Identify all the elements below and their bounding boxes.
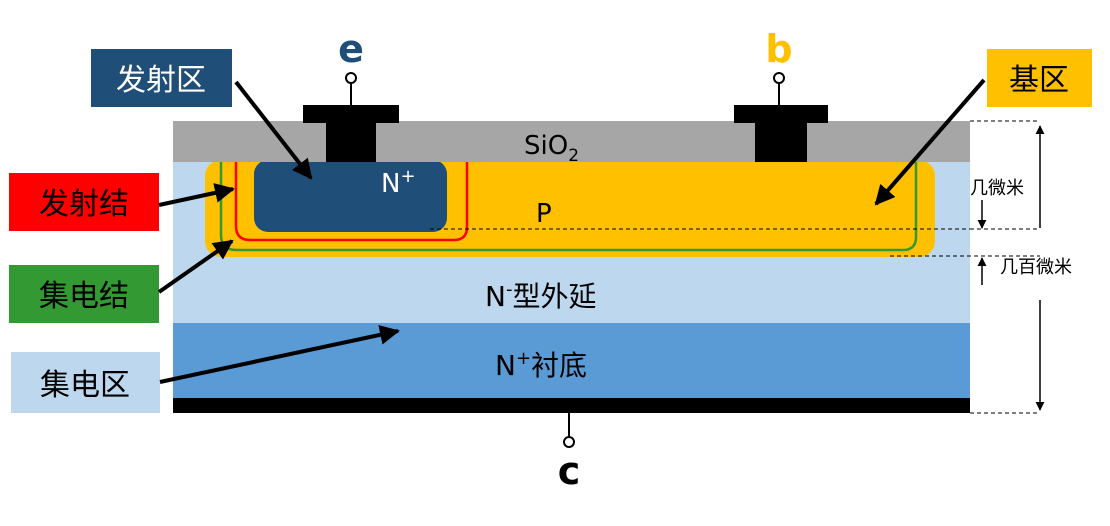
callout-emitter-region: 发射区 <box>116 63 206 98</box>
pointer-collector-junction <box>157 239 234 294</box>
base-terminal-label: b <box>765 27 792 71</box>
epitaxy-label: N-型外延 <box>485 279 596 313</box>
base-metal-plug <box>755 105 807 162</box>
collector-terminal-node <box>563 436 575 448</box>
base-terminal-node <box>773 72 785 84</box>
emitter-junction-line <box>234 162 469 242</box>
emitter-terminal-label: e <box>338 27 364 71</box>
pointer-emitter-junction <box>158 183 235 207</box>
collector-metal-contact <box>173 398 970 413</box>
emitter-terminal-node <box>345 72 357 84</box>
base-p-label: P <box>536 199 552 229</box>
callout-emitter-region-box <box>91 49 232 107</box>
pointer-collector-region <box>159 324 400 384</box>
total-depth-label: 几百微米 <box>1000 257 1072 278</box>
callout-base-region-box <box>987 49 1092 107</box>
callout-emitter-junction-box <box>9 173 159 231</box>
substrate-label: N+衬底 <box>495 348 587 382</box>
callout-collector-region-box <box>11 352 160 413</box>
collector-terminal-label: c <box>558 449 581 493</box>
sio2-label: SiO2 <box>524 131 579 166</box>
emitter-n-plus-label: N+ <box>381 166 416 199</box>
sio2-layer <box>173 121 970 162</box>
pointer-base-region <box>874 78 986 206</box>
callout-collector-junction-box <box>9 265 159 323</box>
callout-emitter-junction: 发射结 <box>39 187 129 222</box>
base-depth-label: 几微米 <box>970 178 1024 199</box>
callout-collector-junction: 集电结 <box>39 279 129 314</box>
substrate-layer <box>173 323 970 398</box>
callout-base-region: 基区 <box>1009 63 1069 98</box>
emitter-metal-plug <box>326 105 376 162</box>
pointer-emitter-region <box>234 80 313 180</box>
emitter-region <box>254 160 447 232</box>
callout-collector-region: 集电区 <box>40 368 130 403</box>
